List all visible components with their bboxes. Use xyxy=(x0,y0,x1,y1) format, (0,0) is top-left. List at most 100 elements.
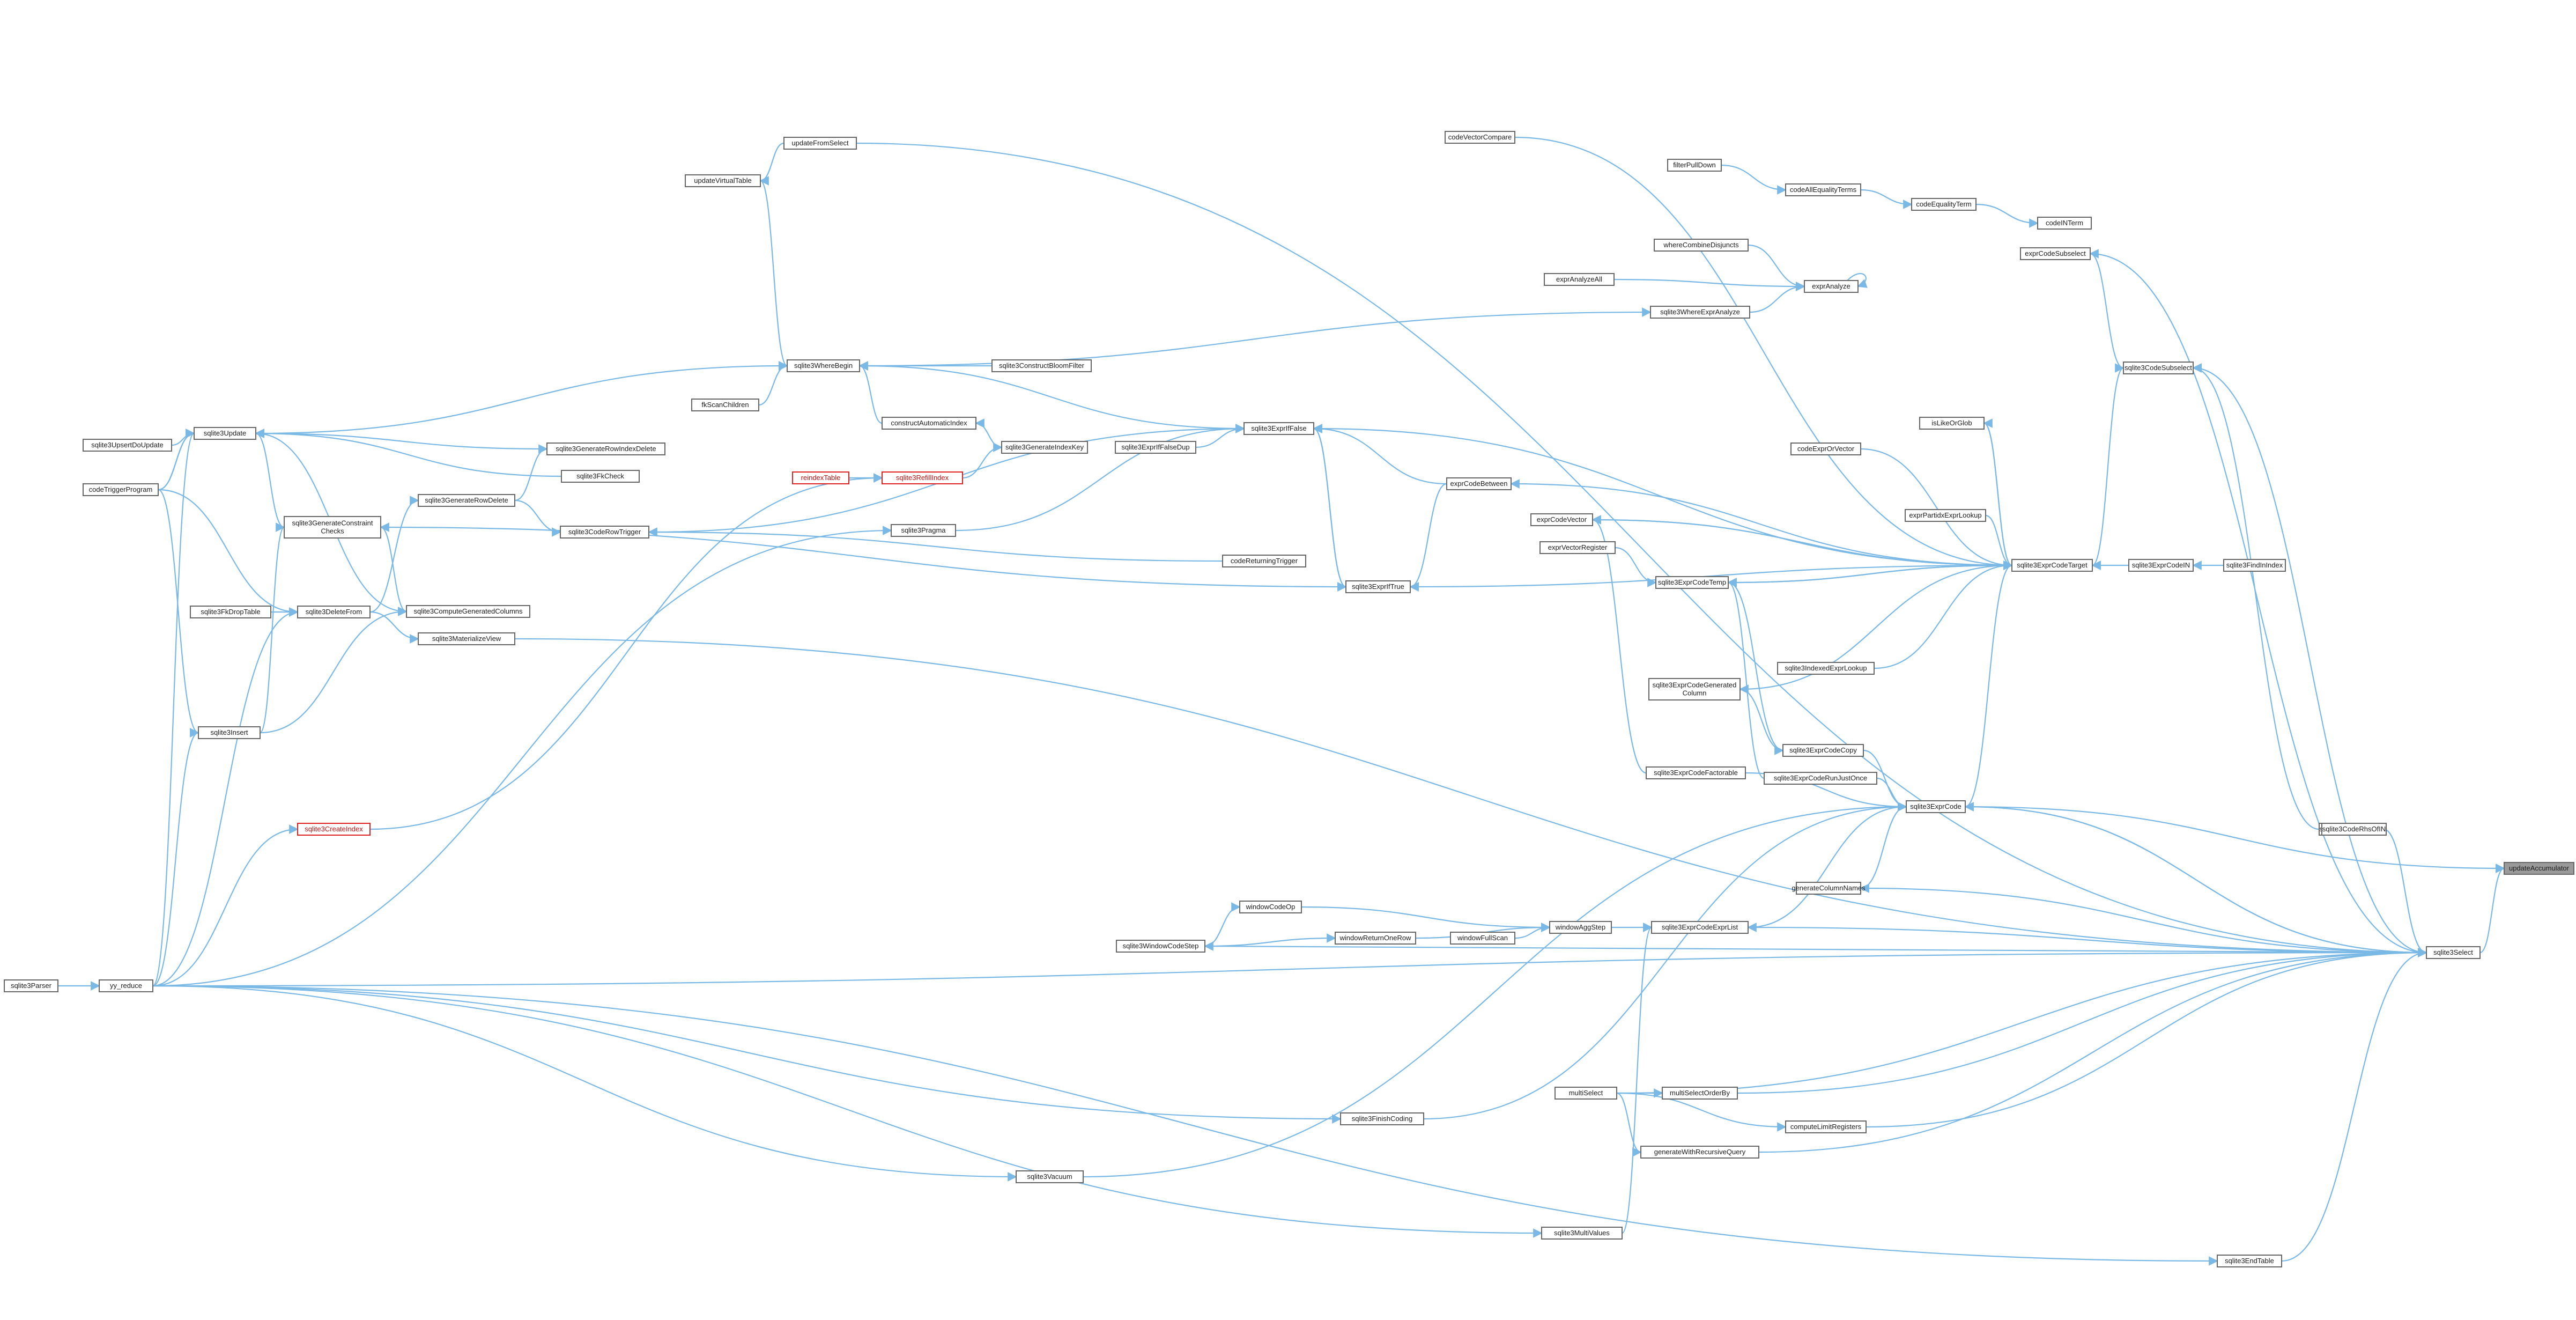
function-node-ctemp[interactable]: sqlite3ExprCodeTemp xyxy=(1655,576,1729,589)
function-node-ccopy[interactable]: sqlite3ExprCodeCopy xyxy=(1782,744,1864,757)
function-node-ctp[interactable]: codeTriggerProgram xyxy=(83,483,159,496)
function-node-isg[interactable]: isLikeOrGlob xyxy=(1919,417,1985,430)
function-node-df[interactable]: sqlite3DeleteFrom xyxy=(297,606,371,618)
function-node-cft[interactable]: sqlite3CodeRowTrigger xyxy=(560,526,649,539)
function-node-cvec[interactable]: exprCodeVector xyxy=(1530,513,1593,526)
function-node-cbf[interactable]: sqlite3ConstructBloomFilter xyxy=(991,359,1092,372)
function-node-evr[interactable]: exprVectorRegister xyxy=(1539,541,1616,554)
function-node-prag[interactable]: sqlite3Pragma xyxy=(891,524,956,537)
function-node-wrow[interactable]: windowReturnOneRow xyxy=(1335,932,1416,945)
function-node-iffd[interactable]: sqlite3ExprIfFalseDup xyxy=(1115,441,1196,454)
function-node-expr[interactable]: sqlite3ExprCode xyxy=(1906,800,1966,813)
function-node-pars[interactable]: sqlite3Parser xyxy=(4,979,58,992)
function-node-root[interactable]: updateAccumulator xyxy=(2504,862,2574,875)
function-node-crfo[interactable]: sqlite3ExprCodeRunJustOnce xyxy=(1764,772,1877,785)
node-box xyxy=(99,979,153,992)
function-node-wfs[interactable]: windowFullScan xyxy=(1450,932,1515,945)
function-node-gcsr[interactable]: generateColumnNames xyxy=(1792,882,1866,895)
function-node-cxv[interactable]: codeExprOrVector xyxy=(1790,443,1861,455)
function-node-fkc[interactable]: sqlite3FkCheck xyxy=(561,470,640,483)
call-edge xyxy=(1749,282,1805,313)
function-node-etab[interactable]: sqlite3EndTable xyxy=(2217,1255,2282,1267)
node-label: sqlite3Parser xyxy=(11,982,52,990)
function-node-uul[interactable]: sqlite3UpsertDoUpdate xyxy=(83,439,172,452)
function-node-clr[interactable]: computeLimitRegisters xyxy=(1785,1120,1867,1133)
node-label: constructAutomaticIndex xyxy=(891,419,967,427)
function-node-wags[interactable]: windowAggStep xyxy=(1549,921,1612,934)
function-node-eai[interactable]: exprAnalyzeAll xyxy=(1544,273,1615,286)
function-node-fcod[interactable]: sqlite3FinishCoding xyxy=(1340,1112,1424,1125)
node-label: computeLimitRegisters xyxy=(1790,1123,1862,1131)
function-node-sel[interactable]: sqlite3Select xyxy=(2426,946,2481,959)
function-node-cint[interactable]: codeINTerm xyxy=(2037,217,2092,230)
function-node-cbetw[interactable]: exprCodeBetween xyxy=(1446,477,1512,490)
call-edge xyxy=(1313,424,1447,485)
function-node-cai[interactable]: constructAutomaticIndex xyxy=(882,417,976,430)
function-node-cas[interactable]: codeAllEqualityTerms xyxy=(1785,183,1861,196)
function-node-ccel[interactable]: sqlite3ExprCodeExprList xyxy=(1651,921,1749,934)
function-node-cet[interactable]: sqlite3ExprCodeTarget xyxy=(2011,559,2093,572)
function-node-uvt[interactable]: updateVirtualTable xyxy=(685,174,761,187)
call-edge xyxy=(1860,448,2013,570)
function-node-fidx[interactable]: sqlite3FindInIndex xyxy=(2223,559,2286,572)
function-node-fsc[interactable]: fkScanChildren xyxy=(691,399,759,411)
node-box xyxy=(1667,159,1722,172)
function-node-cproc[interactable]: sqlite3CodeRhsOfIN xyxy=(2321,823,2387,836)
function-node-mso[interactable]: multiSelectOrderBy xyxy=(1662,1087,1738,1100)
node-box xyxy=(1796,882,1861,895)
function-node-ins[interactable]: sqlite3Insert xyxy=(198,726,261,739)
call-edge xyxy=(1964,802,2427,954)
function-node-epi[interactable]: exprPartidxExprLookup xyxy=(1905,509,1986,522)
function-node-cexs[interactable]: exprCodeSubselect xyxy=(2020,247,2091,260)
call-edge xyxy=(758,361,788,406)
function-node-cin[interactable]: sqlite3ExprCodeIN xyxy=(2128,559,2194,572)
function-node-fdt[interactable]: sqlite3FkDropTable xyxy=(190,606,271,618)
function-node-gwrq[interactable]: generateWithRecursiveQuery xyxy=(1640,1146,1759,1159)
function-node-wb[interactable]: sqlite3WhereBegin xyxy=(787,359,860,372)
function-node-ceqt[interactable]: codeEqualityTerm xyxy=(1911,198,1977,211)
function-node-mv[interactable]: sqlite3MaterializeView xyxy=(418,632,515,645)
function-node-upd[interactable]: sqlite3Update xyxy=(194,427,256,440)
call-edge xyxy=(369,496,419,613)
node-label: codeEqualityTerm xyxy=(1916,200,1971,208)
node-label: sqlite3ExprIfTrue xyxy=(1352,582,1404,591)
function-node-cvc[interactable]: codeVectorCompare xyxy=(1445,131,1515,144)
function-node-ufs[interactable]: updateFromSelect xyxy=(783,137,857,150)
function-node-ciff[interactable]: sqlite3ExprIfFalse xyxy=(1243,422,1314,435)
function-node-mval[interactable]: sqlite3MultiValues xyxy=(1541,1227,1623,1240)
function-node-wcd[interactable]: whereCombineDisjuncts xyxy=(1654,239,1749,252)
function-node-citr[interactable]: sqlite3ExprIfTrue xyxy=(1345,580,1411,593)
function-node-gik[interactable]: sqlite3GenerateIndexKey xyxy=(1001,441,1088,454)
call-edge xyxy=(1204,933,1336,947)
function-node-crt[interactable]: codeReturningTrigger xyxy=(1222,555,1306,567)
function-node-wcdo[interactable]: windowCodeOp xyxy=(1239,901,1302,913)
function-node-cfac[interactable]: sqlite3ExprCodeFactorable xyxy=(1646,766,1746,779)
call-edge xyxy=(1514,923,1551,939)
node-label: windowAggStep xyxy=(1555,923,1605,931)
function-node-csub[interactable]: sqlite3CodeSubselect xyxy=(2123,362,2194,374)
function-node-wst[interactable]: sqlite3WindowCodeStep xyxy=(1116,940,1205,953)
function-node-grid[interactable]: sqlite3GenerateRowIndexDelete xyxy=(546,443,665,455)
function-node-ridx[interactable]: sqlite3RefillIndex xyxy=(882,471,963,484)
function-node-yyr[interactable]: yy_reduce xyxy=(99,979,153,992)
function-node-cidx[interactable]: sqlite3CreateIndex xyxy=(297,823,371,836)
node-label: exprVectorRegister xyxy=(1548,543,1608,551)
call-edge xyxy=(1313,424,2012,566)
call-edge xyxy=(1510,479,2012,566)
function-node-wea[interactable]: sqlite3WhereExprAnalyze xyxy=(1650,306,1750,319)
node-label: sqlite3FkDropTable xyxy=(201,608,260,616)
function-node-vac[interactable]: sqlite3Vacuum xyxy=(1016,1170,1084,1183)
node-label: windowReturnOneRow xyxy=(1339,934,1412,942)
node-label: reindexTable xyxy=(801,474,841,482)
node-box xyxy=(1340,1112,1424,1125)
node-label: whereCombineDisjuncts xyxy=(1663,241,1739,249)
function-node-iel[interactable]: sqlite3IndexedExprLookup xyxy=(1777,662,1875,675)
function-node-ccgc[interactable]: sqlite3ComputeGeneratedColumns xyxy=(406,605,530,618)
function-node-grd[interactable]: sqlite3GenerateRowDelete xyxy=(418,494,515,507)
function-node-msel[interactable]: multiSelect xyxy=(1555,1087,1617,1100)
function-node-fpd[interactable]: filterPullDown xyxy=(1667,159,1722,172)
function-node-rtab[interactable]: reindexTable xyxy=(792,471,849,484)
function-node-eaa[interactable]: exprAnalyze xyxy=(1804,280,1859,293)
